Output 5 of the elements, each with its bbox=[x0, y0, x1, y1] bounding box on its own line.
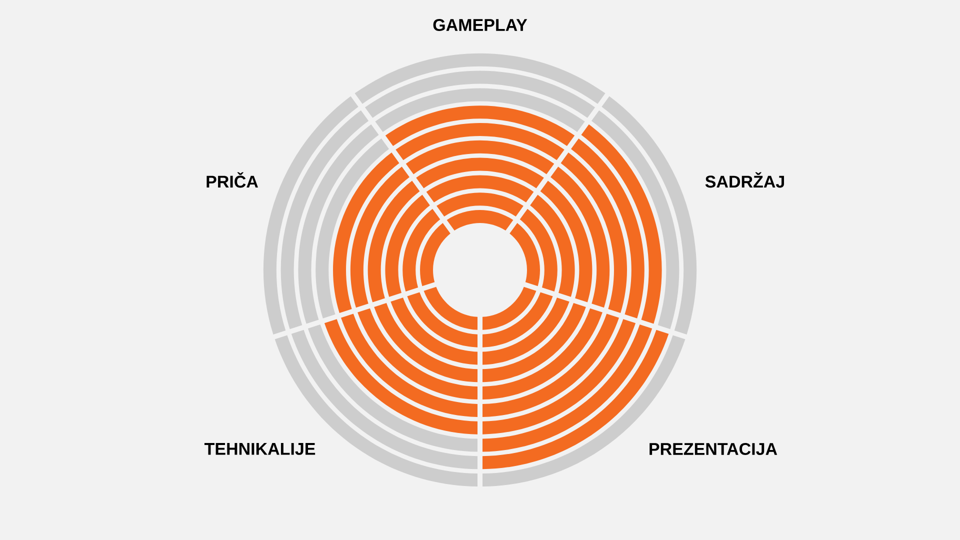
category-label: PRIČA bbox=[206, 172, 258, 188]
category-label: PREZENTACIJA bbox=[650, 442, 778, 455]
category-label: SADRŽAJ bbox=[705, 172, 784, 188]
category-label: GAMEPLAY bbox=[433, 18, 528, 32]
category-label: TEHNIKALIJE bbox=[204, 443, 316, 455]
